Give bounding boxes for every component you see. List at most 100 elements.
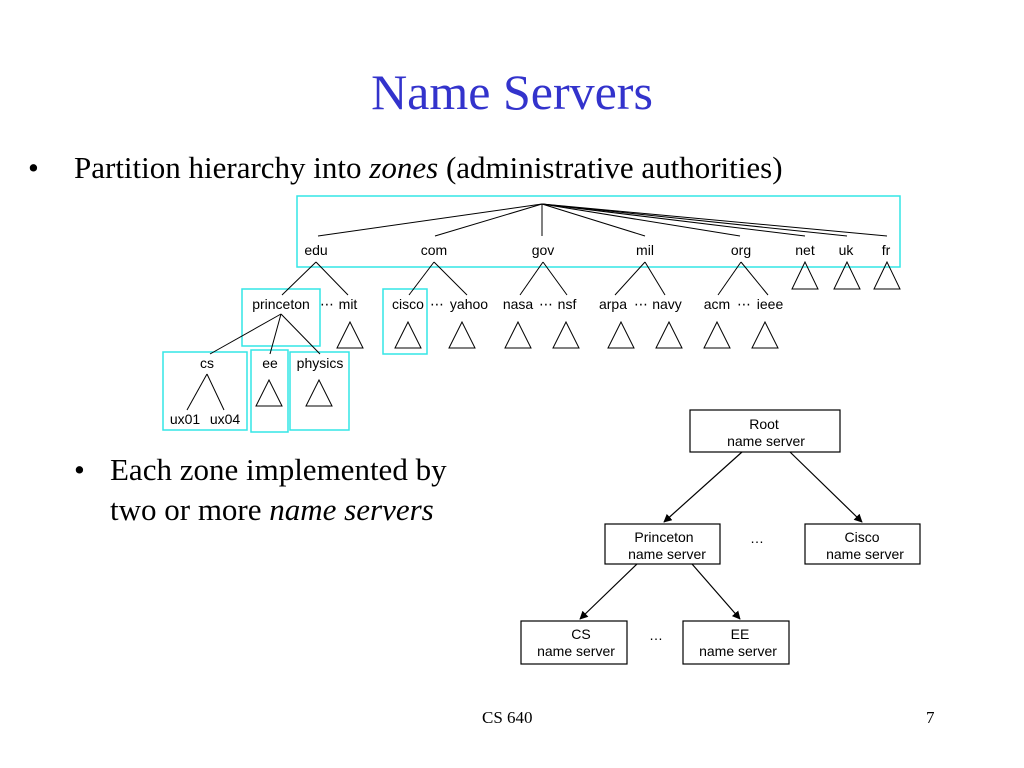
- edge-root-fr: [541, 203, 888, 237]
- arrow-princeton-ee: [691, 563, 741, 620]
- arrow-root-princeton: [663, 451, 743, 523]
- bullet-line-2: two or more: [110, 492, 270, 527]
- cs-edges: [186, 373, 225, 411]
- domain-hierarchy-tree: edu com gov mil org net uk fr: [162, 195, 901, 433]
- label-mil: mil: [636, 242, 654, 258]
- ellipsis-mil: ⋯: [634, 296, 648, 312]
- subtree-navy-triangle: [655, 320, 683, 349]
- second-level-labels: princeton ⋯ mit cisco ⋯ yahoo nasa ⋯ nsf…: [252, 296, 783, 312]
- cisco-server-label-1: Cisco: [844, 529, 879, 545]
- label-yahoo: yahoo: [450, 296, 488, 312]
- subtree-mit-triangle: [336, 320, 364, 349]
- subtree-physics-triangle: [305, 378, 333, 407]
- label-ee: ee: [262, 355, 278, 371]
- edge-com-yahoo: [433, 261, 468, 296]
- subtree-arpa-triangle: [607, 320, 635, 349]
- edge-root-edu: [317, 203, 543, 237]
- root-server-label-2: name server: [727, 433, 805, 449]
- footer-page-number: 7: [926, 708, 935, 727]
- label-acm: acm: [704, 296, 730, 312]
- label-cisco: cisco: [392, 296, 424, 312]
- zone-root: [296, 195, 901, 268]
- bullet-text-italic: name servers: [269, 492, 434, 527]
- label-uk: uk: [839, 242, 855, 258]
- zone-princeton: [241, 288, 321, 347]
- edge-org-ieee: [740, 261, 769, 296]
- label-ux01: ux01: [170, 411, 201, 427]
- ellipsis-edu: ⋯: [320, 296, 334, 312]
- princeton-edges: [209, 313, 321, 355]
- bullet-text: Partition hierarchy into zones (administ…: [74, 148, 1008, 188]
- edge-princeton-cs: [209, 313, 282, 355]
- ellipsis-org: ⋯: [737, 296, 751, 312]
- edge-edu-mit: [315, 261, 349, 296]
- footer-course: CS 640: [482, 708, 533, 727]
- princeton-server-box: [604, 523, 721, 565]
- label-princeton: princeton: [252, 296, 310, 312]
- arrow-princeton-cs: [579, 563, 638, 620]
- edge-princeton-physics: [280, 313, 321, 355]
- edge-princeton-ee: [269, 313, 282, 355]
- top-level-labels: edu com gov mil org net uk fr: [304, 242, 890, 258]
- server-ellipsis-mid: …: [750, 530, 764, 546]
- edge-root-com: [434, 203, 543, 237]
- label-net: net: [795, 242, 815, 258]
- second-level-subtrees: [336, 320, 779, 349]
- ee-server-box: [682, 620, 790, 665]
- ellipsis-com: ⋯: [430, 296, 444, 312]
- label-ux04: ux04: [210, 411, 241, 427]
- cs-server-box: [520, 620, 628, 665]
- label-nsf: nsf: [558, 296, 577, 312]
- root-server-label-1: Root: [749, 416, 779, 432]
- label-edu: edu: [304, 242, 327, 258]
- label-org: org: [731, 242, 751, 258]
- bullet-text-italic: zones: [369, 150, 439, 185]
- bullet-marker: •: [74, 452, 85, 487]
- label-physics: physics: [297, 355, 344, 371]
- princeton-server-label-1: Princeton: [634, 529, 693, 545]
- label-mit: mit: [339, 296, 358, 312]
- name-server-tree: Root name server Princeton name server ……: [520, 409, 921, 665]
- subtree-ieee-triangle: [751, 320, 779, 349]
- label-nasa: nasa: [503, 296, 534, 312]
- subtree-uk-triangle: [833, 260, 861, 290]
- zone-ee: [250, 349, 289, 433]
- label-com: com: [421, 242, 447, 258]
- bullet-line-1: Each zone implemented by: [110, 452, 447, 487]
- edge-cs-ux01: [186, 373, 208, 411]
- label-ieee: ieee: [757, 296, 784, 312]
- edge-root-org: [541, 203, 741, 237]
- subtree-ee-triangle: [255, 378, 283, 407]
- princeton-child-subtrees: [255, 378, 333, 407]
- zone-boxes: [162, 195, 901, 433]
- label-arpa: arpa: [599, 296, 627, 312]
- bullet-text: Each zone implemented by two or more name…: [110, 450, 554, 530]
- bullet-marker: •: [28, 150, 39, 185]
- edge-gov-nsf: [542, 261, 568, 296]
- edge-gov-nasa: [519, 261, 544, 296]
- zone-physics: [289, 351, 350, 431]
- bullet-text-end: (administrative authorities): [438, 150, 783, 185]
- bullet-zones: • Partition hierarchy into zones (admini…: [28, 148, 1008, 188]
- slide-title: Name Servers: [371, 64, 653, 120]
- cs-child-labels: ux01 ux04: [170, 411, 241, 427]
- bullet-text-start: Partition hierarchy into: [74, 150, 370, 185]
- cs-server-label-1: CS: [571, 626, 590, 642]
- server-ellipsis-low: …: [649, 627, 663, 643]
- zone-cisco: [382, 288, 428, 355]
- edge-edu-princeton: [281, 261, 317, 296]
- server-boxes: [520, 409, 921, 665]
- edge-cs-ux04: [206, 373, 225, 411]
- subtree-yahoo-triangle: [448, 320, 476, 349]
- ellipsis-gov: ⋯: [539, 296, 553, 312]
- label-navy: navy: [652, 296, 682, 312]
- edge-org-acm: [717, 261, 742, 296]
- edge-mil-arpa: [614, 261, 646, 296]
- second-level-edges: [281, 261, 769, 296]
- edge-com-cisco: [408, 261, 435, 296]
- edge-root-net: [541, 203, 806, 237]
- cs-server-label-2: name server: [537, 643, 615, 659]
- ee-server-label-2: name server: [699, 643, 777, 659]
- subtree-nsf-triangle: [552, 320, 580, 349]
